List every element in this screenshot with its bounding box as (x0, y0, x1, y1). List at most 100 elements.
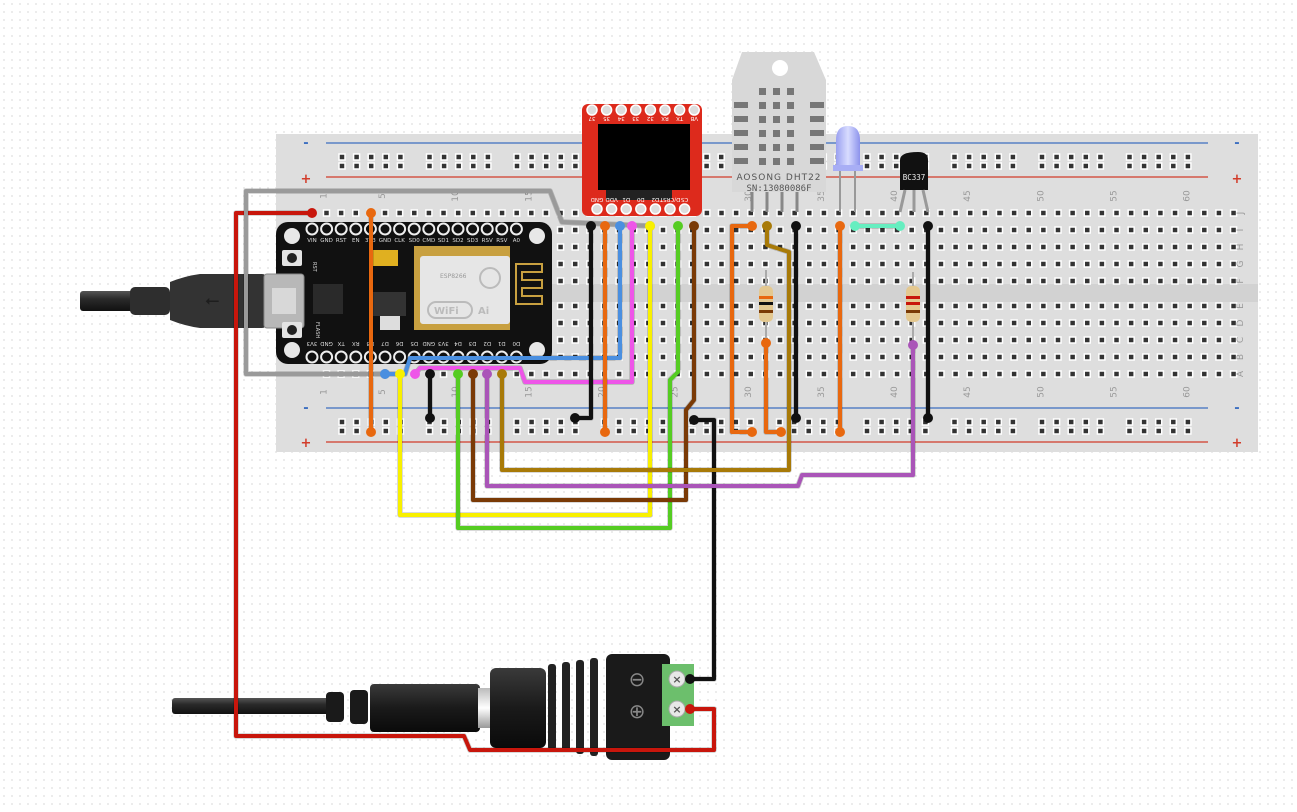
wire-orange-3v3-rail-endpoint[interactable] (366, 427, 376, 437)
breadboard-hole[interactable] (703, 370, 711, 378)
wire-black-gnd-jack[interactable] (688, 418, 716, 681)
breadboard-hole[interactable] (1185, 370, 1194, 378)
breadboard-hole[interactable] (1068, 353, 1077, 361)
wire-black-gnd-jack-endpoint[interactable] (689, 415, 699, 425)
breadboard-hole[interactable] (805, 319, 814, 327)
breadboard-hole[interactable] (1171, 260, 1179, 268)
breadboard-hole[interactable] (776, 370, 784, 378)
rail-hole[interactable] (440, 153, 448, 161)
breadboard-hole[interactable] (1127, 277, 1135, 285)
rail-hole[interactable] (775, 418, 784, 426)
breadboard-hole[interactable] (1024, 243, 1033, 251)
rail-hole[interactable] (382, 418, 390, 426)
rail-hole[interactable] (484, 153, 492, 161)
breadboard-hole[interactable] (776, 209, 784, 217)
breadboard-hole[interactable] (966, 260, 974, 268)
rail-hole[interactable] (425, 153, 434, 161)
rail-hole[interactable] (1154, 427, 1163, 435)
breadboard-hole[interactable] (966, 302, 974, 310)
breadboard-hole[interactable] (556, 277, 565, 285)
rail-hole[interactable] (965, 162, 973, 170)
wire-olive-d2-endpoint[interactable] (497, 369, 507, 379)
rail-hole[interactable] (892, 418, 900, 426)
breadboard-hole[interactable] (1068, 302, 1077, 310)
rail-hole[interactable] (1169, 153, 1178, 161)
nodemcu-pin[interactable] (451, 222, 465, 236)
breadboard-hole[interactable] (1068, 277, 1077, 285)
breadboard-hole[interactable] (937, 336, 945, 344)
breadboard-hole[interactable] (849, 353, 857, 361)
breadboard-hole[interactable] (1142, 353, 1150, 361)
breadboard-hole[interactable] (864, 277, 872, 285)
rail-hole[interactable] (877, 427, 886, 435)
rail-hole[interactable] (629, 418, 638, 426)
breadboard-hole[interactable] (1215, 336, 1223, 344)
breadboard-hole[interactable] (951, 336, 960, 344)
breadboard-hole[interactable] (439, 370, 448, 378)
breadboard-hole[interactable] (1200, 302, 1209, 310)
breadboard-hole[interactable] (1156, 260, 1165, 268)
breadboard-hole[interactable] (703, 302, 711, 310)
breadboard-hole[interactable] (937, 302, 945, 310)
breadboard-hole[interactable] (1229, 243, 1238, 251)
breadboard-hole[interactable] (1054, 226, 1062, 234)
breadboard-hole[interactable] (571, 260, 579, 268)
rail-hole[interactable] (382, 427, 390, 435)
oled-pin[interactable] (664, 203, 676, 215)
breadboard-hole[interactable] (1215, 319, 1223, 327)
breadboard-hole[interactable] (1215, 260, 1223, 268)
breadboard-hole[interactable] (747, 319, 755, 327)
breadboard-hole[interactable] (1098, 243, 1106, 251)
breadboard-hole[interactable] (1215, 243, 1223, 251)
rail-hole[interactable] (1052, 427, 1061, 435)
breadboard-hole[interactable] (864, 260, 872, 268)
rail-hole[interactable] (965, 153, 973, 161)
rail-hole[interactable] (629, 427, 638, 435)
wire-orange-oled-vdd-endpoint[interactable] (600, 221, 610, 231)
wire-orange-dht-vcc-endpoint[interactable] (747, 221, 757, 231)
breadboard-hole[interactable] (864, 209, 872, 217)
breadboard-hole[interactable] (1185, 209, 1194, 217)
breadboard-hole[interactable] (893, 209, 901, 217)
breadboard-hole[interactable] (747, 277, 755, 285)
wire-yellow-d7[interactable] (398, 224, 652, 517)
breadboard-hole[interactable] (1200, 336, 1209, 344)
breadboard-hole[interactable] (556, 243, 565, 251)
breadboard-hole[interactable] (1127, 260, 1135, 268)
wire-orange-dht-res-endpoint[interactable] (776, 427, 786, 437)
rail-hole[interactable] (717, 418, 725, 426)
wire-blue-d8-endpoint[interactable] (615, 221, 625, 231)
breadboard-hole[interactable] (717, 370, 726, 378)
rail-hole[interactable] (338, 418, 346, 426)
breadboard-hole[interactable] (747, 370, 755, 378)
breadboard-hole[interactable] (703, 336, 711, 344)
breadboard-hole[interactable] (1171, 243, 1179, 251)
rail-hole[interactable] (994, 153, 1003, 161)
breadboard-hole[interactable] (878, 209, 887, 217)
breadboard-hole[interactable] (747, 336, 755, 344)
wire-orange-3v3-rail-endpoint[interactable] (366, 208, 376, 218)
wire-brown-d4-endpoint[interactable] (689, 221, 699, 231)
rail-hole[interactable] (571, 427, 580, 435)
breadboard-hole[interactable] (849, 277, 857, 285)
breadboard-hole[interactable] (805, 370, 814, 378)
rail-hole[interactable] (863, 418, 871, 426)
rail-hole[interactable] (1082, 427, 1090, 435)
wire-black-dht-gnd-endpoint[interactable] (791, 221, 801, 231)
breadboard-hole[interactable] (1156, 370, 1165, 378)
breadboard-hole[interactable] (571, 243, 579, 251)
rail-hole[interactable] (1082, 162, 1090, 170)
rail-hole[interactable] (717, 427, 725, 435)
breadboard-hole[interactable] (937, 277, 945, 285)
wire-black-transistor-gnd-endpoint[interactable] (923, 413, 933, 423)
nodemcu-pin[interactable] (378, 222, 392, 236)
breadboard-hole[interactable] (966, 319, 974, 327)
rail-hole[interactable] (557, 418, 565, 426)
breadboard-hole[interactable] (717, 302, 726, 310)
breadboard-hole[interactable] (1068, 209, 1077, 217)
nodemcu-pin[interactable] (466, 222, 480, 236)
rail-hole[interactable] (1009, 162, 1017, 170)
breadboard-hole[interactable] (1054, 336, 1062, 344)
wire-purple-d3-endpoint[interactable] (482, 369, 492, 379)
rail-hole[interactable] (1096, 153, 1105, 161)
